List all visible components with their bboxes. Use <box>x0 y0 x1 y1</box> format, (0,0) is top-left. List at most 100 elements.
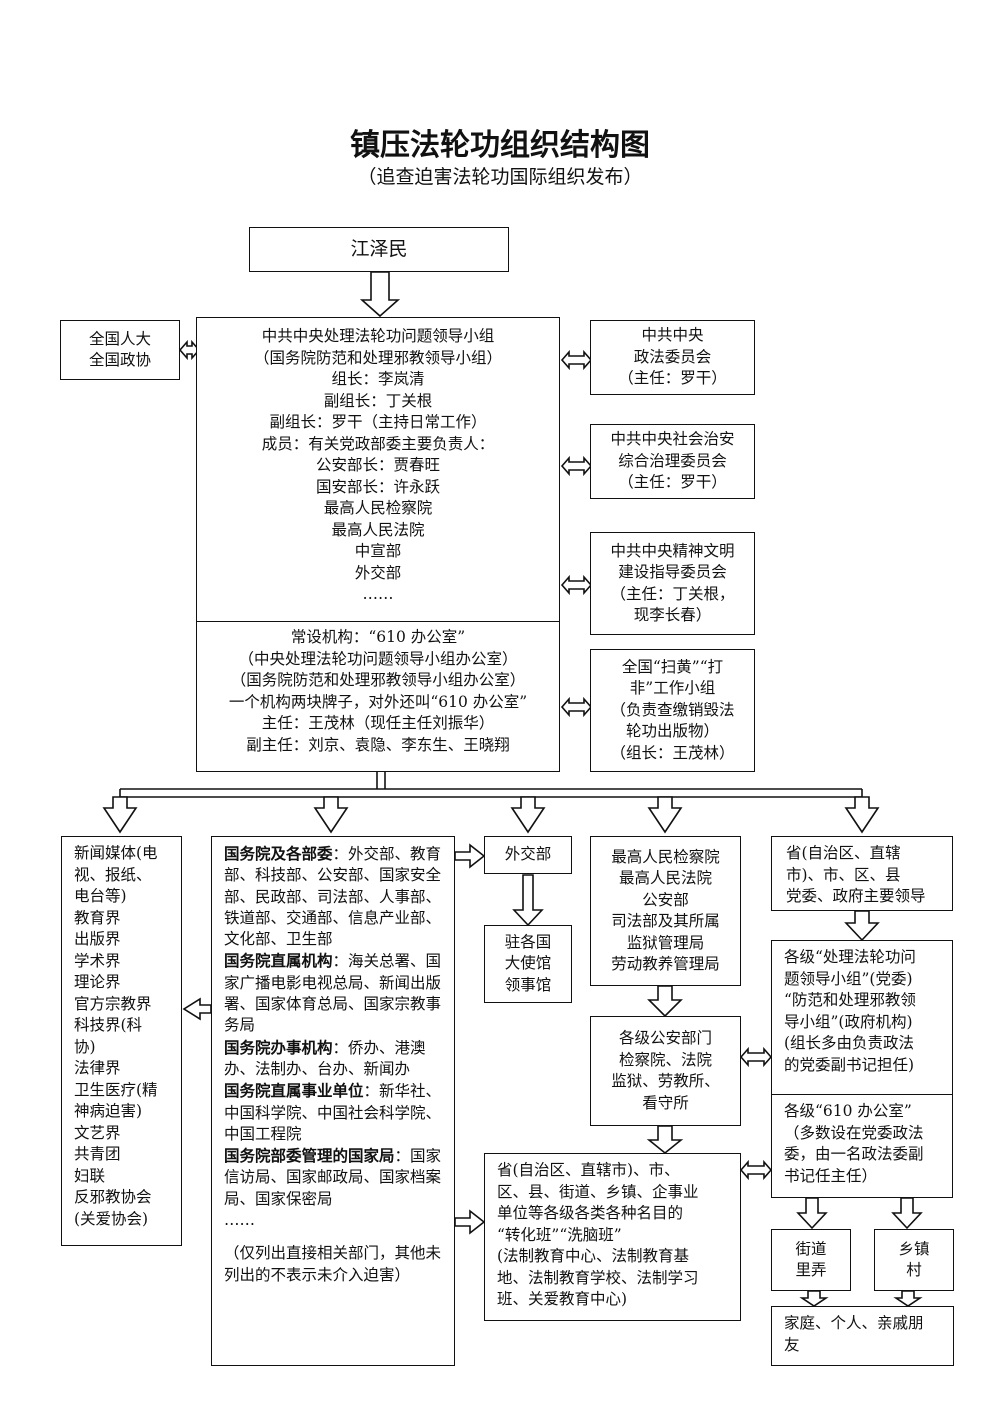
page-subtitle: （追查迫害法轮功国际组织发布） <box>357 166 643 188</box>
procuratorate-line: 司法部及其所属 <box>611 912 720 930</box>
public-security-committee-box: 中共中央社会治安 综合治理委员会 （主任：罗干） <box>590 424 755 499</box>
state-council-bureaus: 国务院部委管理的国家局：国家信访局、国家邮政局、国家档案局、国家保密局 <box>224 1146 442 1208</box>
classes-line: 地、法制教育学校、法制学习 <box>497 1268 699 1287</box>
classes-line: 区、县、街道、乡镇、企事业 <box>497 1182 699 1201</box>
local-group-line: 导小组”(政府机构) <box>784 1012 913 1031</box>
classes-line: 省(自治区、直辖市)、市、 <box>497 1161 680 1179</box>
provincial-line: 党委、政府主要领导 <box>786 887 926 905</box>
street-line: 里弄 <box>795 1261 827 1279</box>
office-610-line: 副主任：刘京、袁隐、李东生、王晓翔 <box>246 735 510 754</box>
family-line: 友 <box>784 1335 800 1354</box>
right-box-line: 非”工作小组 <box>629 679 716 698</box>
leading-group-line: 中共中央处理法轮功问题领导小组 <box>261 327 495 345</box>
classes-line: 班、关爱教育中心) <box>497 1290 628 1308</box>
leading-group-line: 公安部长：贾春旺 <box>315 456 440 474</box>
leading-group-line: 最高人民检察院 <box>323 499 433 517</box>
local-610-line: （多数设在党委政法 <box>784 1123 924 1142</box>
right-box-line: 全国“扫黄”“打 <box>621 657 724 676</box>
leading-group-line: 最高人民法院 <box>331 520 425 539</box>
local-group-line: 的党委副书记担任) <box>784 1055 915 1074</box>
spiritual-civilization-committee-box: 中共中央精神文明 建设指导委员会 （主任：丁关根， 现李长春） <box>590 532 755 635</box>
office-610-line: 一个机构两块牌子，对外还叫“610 办公室” <box>228 692 528 711</box>
local-group-line: 各级“处理法轮功问 <box>784 948 916 966</box>
media-line: 视、报纸、 <box>74 865 152 884</box>
right-box-line: 中共中央社会治安 <box>610 430 735 449</box>
leading-group-line: 副组长：丁关根 <box>323 391 433 410</box>
embassy-line: 驻各国 <box>504 932 552 951</box>
mfa-label: 外交部 <box>504 845 552 864</box>
provincial-line: 市)、市、区、县 <box>786 865 901 884</box>
media-line: 协) <box>74 1037 96 1056</box>
right-box-line: 综合治理委员会 <box>618 451 727 470</box>
provincial-line: 省(自治区、直辖 <box>786 844 901 862</box>
town-line: 乡镇 <box>898 1239 930 1258</box>
media-line: 新闻媒体(电 <box>74 844 158 862</box>
central-leading-group-box: 中共中央处理法轮功问题领导小组 （国务院防范和处理邪教领导小组） 组长：李岚清 … <box>196 317 560 622</box>
classes-line: “转化班”“洗脑班” <box>497 1225 622 1244</box>
media-line: 科技界(科 <box>74 1016 143 1034</box>
state-council-offices: 国务院办事机构：侨办、港澳办、法制办、台办、新闻办 <box>224 1037 426 1078</box>
embassy-line: 大使馆 <box>504 954 552 973</box>
town-line: 村 <box>906 1261 922 1279</box>
political-legal-committee-box: 中共中央 政法委员会 （主任：罗干） <box>590 320 755 395</box>
media-line: 反邪教协会 <box>74 1188 152 1206</box>
leading-group-line: …… <box>362 585 394 603</box>
right-box-line: （主任：罗干） <box>618 369 727 388</box>
media-line: 电台等) <box>74 887 127 905</box>
procuratorate-line: 劳动教养管理局 <box>611 955 720 973</box>
procuratorate-line: 最高人民检察院 <box>611 847 720 866</box>
leading-group-line: 国安部长：许永跃 <box>315 477 440 496</box>
state-council-ministries: 国务院及各部委：外交部、教育部、科技部、公安部、国家安全部、民政部、司法部、人事… <box>224 844 442 949</box>
right-box-line: 轮功出版物） <box>625 722 719 741</box>
right-box-line: （负责查缴销毁法 <box>610 700 735 719</box>
classes-line: 单位等各级各类各种名目的 <box>497 1204 684 1222</box>
provincial-leaders-box: 省(自治区、直辖 市)、市、区、县 党委、政府主要领导 <box>771 836 953 911</box>
media-sectors-box: 新闻媒体(电 视、报纸、 电台等) 教育界 出版界 学术界 理论界 官方宗教界 … <box>61 836 182 1246</box>
leading-group-line: （国务院防范和处理邪教领导小组） <box>253 348 502 367</box>
local-group-line: (组长多由负责政法 <box>784 1034 915 1052</box>
right-box-line: （组长：王茂林） <box>610 743 735 762</box>
embassy-box: 驻各国 大使馆 领事馆 <box>484 925 572 1003</box>
public-security-line: 检察院、法院 <box>618 1050 712 1069</box>
procuratorate-line: 监狱管理局 <box>626 933 705 952</box>
public-security-line: 看守所 <box>642 1093 689 1112</box>
jiang-zemin-box: 江泽民 <box>249 227 509 272</box>
local-leading-group-box: 各级“处理法轮功问 题领导小组”(党委) “防范和处理邪教领 导小组”(政府机构… <box>771 940 953 1095</box>
jiang-zemin-label: 江泽民 <box>350 237 408 260</box>
media-line: 神病迫害) <box>74 1102 143 1120</box>
right-box-line: 中共中央 <box>641 326 704 345</box>
media-line: 共青团 <box>74 1145 121 1163</box>
transformation-classes-box: 省(自治区、直辖市)、市、 区、县、街道、乡镇、企事业 单位等各级各类各种名目的… <box>484 1153 741 1321</box>
local-group-line: “防范和处理邪教领 <box>784 991 916 1009</box>
media-line: 卫生医疗(精 <box>74 1080 158 1099</box>
media-line: 妇联 <box>74 1166 106 1185</box>
right-box-line: 中共中央精神文明 <box>610 541 735 560</box>
right-box-line: （主任：罗干） <box>618 473 727 492</box>
right-box-line: （主任：丁关根， <box>610 584 735 603</box>
public-security-line: 监狱、劳教所、 <box>611 1072 720 1090</box>
street-box: 街道 里弄 <box>771 1229 851 1291</box>
state-council-ellipsis: …… <box>224 1211 255 1230</box>
media-line: 学术界 <box>74 951 121 970</box>
cppcc-line: 全国政协 <box>88 351 151 369</box>
office-610-line: （中央处理法轮功问题领导小组办公室） <box>238 649 518 668</box>
state-council-box: 国务院及各部委：外交部、教育部、科技部、公安部、国家安全部、民政部、司法部、人事… <box>211 836 455 1366</box>
leading-group-line: 副组长：罗干（主持日常工作） <box>269 413 487 431</box>
media-line: 教育界 <box>74 908 121 927</box>
office-610-box: 常设机构：“610 办公室” （中央处理法轮功问题领导小组办公室） （国务院防范… <box>196 621 560 772</box>
local-group-line: 题领导小组”(党委) <box>784 969 913 988</box>
media-line: (关爱协会) <box>74 1209 149 1228</box>
page-title: 镇压法轮功组织结构图 <box>350 128 650 163</box>
right-box-line: 政法委员会 <box>633 347 712 366</box>
public-security-line: 各级公安部门 <box>618 1029 712 1047</box>
local-610-line: 委，由一名政法委副 <box>784 1145 924 1163</box>
procuratorate-line: 最高人民法院 <box>618 869 712 887</box>
media-line: 法律界 <box>74 1059 121 1077</box>
office-610-line: 常设机构：“610 办公室” <box>290 628 466 646</box>
leading-group-line: 组长：李岚清 <box>331 370 425 388</box>
anti-pornography-group-box: 全国“扫黄”“打 非”工作小组 （负责查缴销毁法 轮功出版物） （组长：王茂林） <box>590 649 755 772</box>
media-line: 出版界 <box>74 930 121 948</box>
office-610-line: （国务院防范和处理邪教领导小组办公室） <box>230 671 526 689</box>
right-box-line: 建设指导委员会 <box>618 563 727 581</box>
